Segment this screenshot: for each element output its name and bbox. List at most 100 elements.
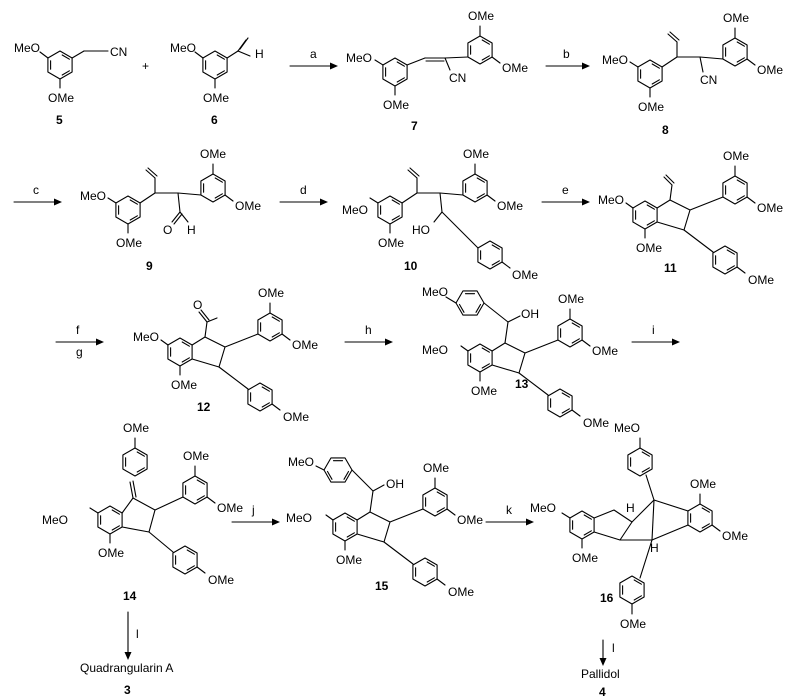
step-j: j [251,503,255,517]
c5-meo: MeO [14,41,40,55]
compound-14: OMe OMe MeO OMe OMe OMe 14 [42,421,243,603]
c14-ome-bottom: OMe [98,546,124,560]
compound-5: MeO CN OMe 5 [14,41,127,127]
c9-ome-top: OMe [200,147,226,161]
c11-ome-bottom: OMe [636,241,662,255]
step-i: i [652,323,655,337]
c15-oh: OH [386,477,404,491]
c7-cn: CN [449,71,466,85]
step-h: h [365,323,372,337]
step-f: f [76,323,80,337]
c16-ome-para: OMe [620,617,646,631]
step-c: c [33,183,39,197]
arrow-a: a [289,47,338,70]
c16-ome-right: OMe [722,529,748,543]
arrow-b: b [545,47,590,70]
step-d: d [300,183,307,197]
c9-meo-left: MeO [80,189,106,203]
c10-meo-left: MeO [342,203,368,217]
compound-16: MeO OMe MeO H H OMe OMe OMe 16 [530,421,748,631]
c16-meo-left: MeO [530,501,556,515]
c13-ome-top: OMe [558,292,584,306]
step-e: e [562,183,569,197]
c14-ome-top2: OMe [183,449,209,463]
c6-h: H [255,47,264,61]
c10-ome-para: OMe [512,268,538,282]
c7-ome-top: OMe [468,9,494,23]
c15-meo-left: MeO [286,511,312,525]
quadrangularin-label: 3 [124,683,131,697]
c8-ome-bottom: OMe [638,100,664,114]
arrow-k: k [485,503,534,526]
c5-cn: CN [110,45,127,59]
c10-ho: HO [412,223,430,237]
arrow-i: i [631,323,680,346]
c16-ome-topright: OMe [690,477,716,491]
c13-meo-top: MeO [422,285,448,299]
c6-ome: OMe [203,91,229,105]
c15-meo-top: MeO [288,455,314,469]
c5-ome: OMe [48,91,74,105]
arrow-d: d [279,183,328,206]
c8-cn: CN [700,73,717,87]
arrow-e: e [541,183,590,206]
c11-ome-right: OMe [757,201,783,215]
c14-label: 14 [123,589,137,603]
compound-10: MeO OMe HO OMe OMe OMe 10 [342,147,538,282]
compound-11: MeO OMe OMe OMe OMe 11 [598,149,783,287]
arrow-h: h [344,323,393,346]
c13-meo-left: MeO [422,343,448,357]
c10-ome-right: OMe [497,199,523,213]
arrow-j: j [231,503,280,526]
c11-meo-left: MeO [598,193,624,207]
c14-meo-left: MeO [42,513,68,527]
c9-ome-bottom: OMe [116,236,142,250]
compound-6: MeO H OMe 6 [170,37,264,127]
c16-label: 16 [600,591,614,605]
c12-o: O [193,298,202,312]
c11-ome-top: OMe [723,149,749,163]
c11-ome-para: OMe [748,273,774,287]
c9-h: H [187,223,196,237]
step-g: g [76,345,83,359]
c7-ome-bottom: OMe [383,98,409,112]
c10-label: 10 [404,259,418,273]
step-l-1: l [136,627,139,641]
c12-ome-top: OMe [258,286,284,300]
c7-meo-left: MeO [346,51,372,65]
step-a: a [310,47,317,61]
plus-sign: + [142,59,149,73]
c9-ome-right: OMe [235,199,261,213]
c6-meo: MeO [170,41,196,55]
c8-meo-left: MeO [602,53,628,67]
c6-label: 6 [211,113,218,127]
c7-ome-right: OMe [502,61,528,75]
arrow-c: c [13,183,62,206]
c16-ome-bottom: OMe [572,551,598,565]
c8-ome-right: OMe [757,63,783,77]
arrow-l-1: l [124,611,139,660]
c9-o: O [163,223,172,237]
compound-8: MeO OMe CN OMe OMe 8 [602,11,783,137]
step-b: b [563,47,570,61]
c16-h2: H [650,541,659,555]
compound-7: MeO OMe CN OMe OMe 7 [346,9,528,133]
arrow-fg: f g [55,323,104,359]
c15-ome-para: OMe [448,585,474,599]
quadrangularin-name: Quadrangularin A [80,661,173,675]
step-l-2: l [612,641,615,655]
pallidol-name: Pallidol [581,667,620,681]
arrow-l-2: l [599,639,615,666]
c13-label: 13 [515,377,529,391]
pallidol-label: 4 [599,685,606,699]
c14-ome-para: OMe [208,573,234,587]
c10-ome-bottom: OMe [378,236,404,250]
c15-ome-top2: OMe [423,461,449,475]
step-k: k [506,503,513,517]
c12-meo-left: MeO [133,330,159,344]
c5-label: 5 [56,113,63,127]
c12-ome-para: OMe [283,410,309,424]
c14-ome-right: OMe [217,501,243,515]
c15-ome-bottom: OMe [336,553,362,567]
